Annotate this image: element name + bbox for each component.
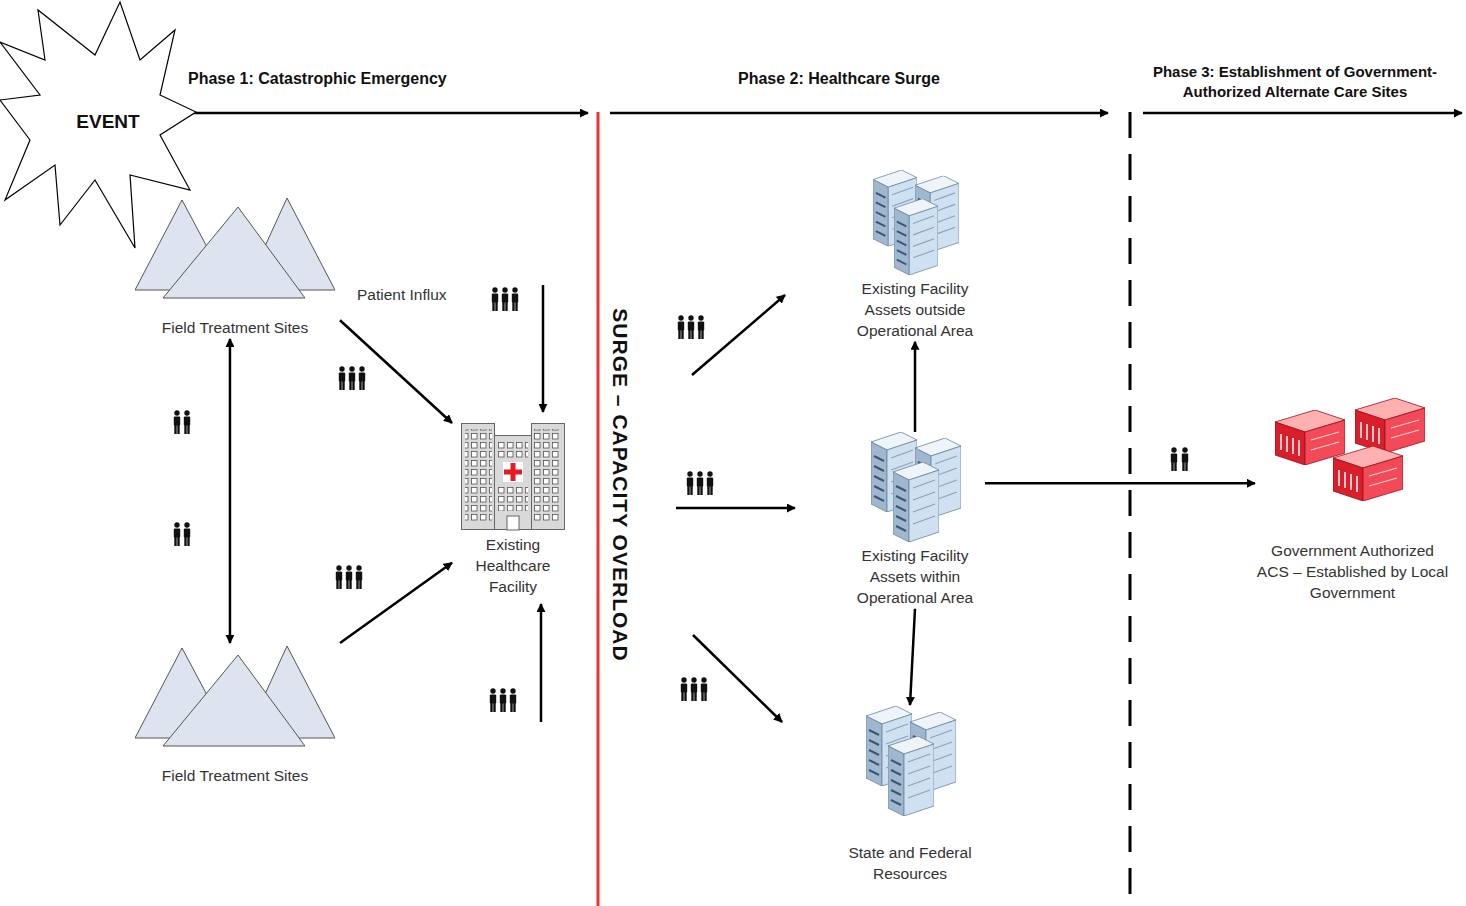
node-text: Existing Facility Assets outside Operati… [845, 279, 985, 342]
field-site-icon [135, 643, 335, 748]
alternate-care-site-icon [1275, 398, 1430, 503]
facility-cluster: Existing Facility Assets outside Operati… [845, 170, 985, 342]
phase-label: Phase 3: Establishment of Government- Au… [1128, 62, 1462, 101]
field-site: Field Treatment Sites [130, 643, 340, 787]
node-text: Field Treatment Sites [130, 318, 340, 339]
field-site-icon [135, 195, 335, 300]
influx-arrows [541, 285, 795, 722]
hospital: Existing Healthcare Facility [452, 423, 574, 598]
flow-arrow [229, 339, 232, 643]
flow-arrow [910, 609, 915, 705]
flow-arrow [985, 482, 1255, 485]
phase-label: Phase 2: Healthcare Surge [738, 70, 940, 88]
hospital-icon [461, 423, 565, 531]
event-label: EVENT [76, 111, 139, 133]
facility-cluster-icon [869, 432, 961, 542]
node-text: Field Treatment Sites [130, 766, 340, 787]
surge-line [597, 112, 600, 906]
alternate-care-site: Government Authorized ACS – Established … [1255, 398, 1450, 604]
flow-arrow [340, 320, 452, 423]
facility-cluster-icon [864, 705, 956, 817]
facility-cluster: State and Federal Resources [835, 705, 985, 885]
node-text: Existing Healthcare Facility [452, 535, 574, 598]
note-label: Patient Influx [357, 286, 447, 304]
people-icons [174, 287, 1188, 712]
node-text: Government Authorized ACS – Established … [1255, 541, 1450, 604]
node-text: State and Federal Resources [835, 843, 985, 885]
facility-cluster-icon [869, 170, 961, 275]
flow-arrow [914, 342, 917, 432]
flow-arrow [340, 563, 452, 643]
phase-divider [1129, 112, 1132, 906]
phase-arrows [185, 112, 1462, 115]
surge-label: SURGE – CAPACITY OVERLOAD [608, 304, 632, 665]
field-site: Field Treatment Sites [130, 195, 340, 339]
facility-cluster: Existing Facility Assets within Operatio… [845, 432, 985, 609]
node-text: Existing Facility Assets within Operatio… [845, 546, 985, 609]
phase-label: Phase 1: Catastrophic Emergency [188, 70, 447, 88]
